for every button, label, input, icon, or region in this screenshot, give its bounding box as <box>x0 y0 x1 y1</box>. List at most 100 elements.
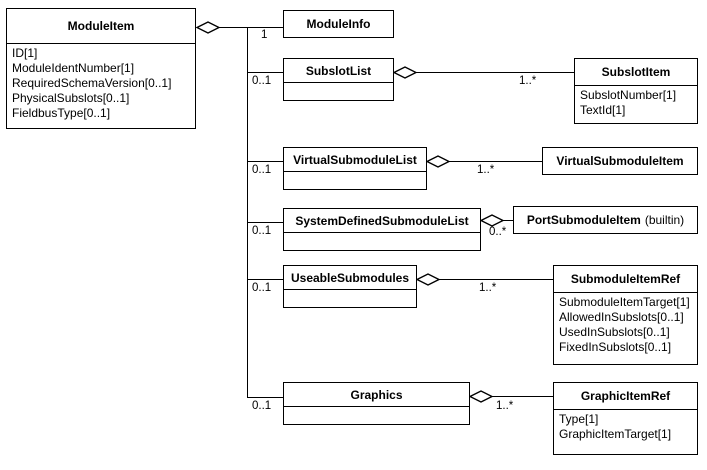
attribute-compartment-useable-submodules <box>284 290 416 307</box>
aggregation-diamond-subslot-list <box>393 66 417 79</box>
class-box-virtual-submodule-item[interactable]: VirtualSubmoduleItem <box>542 147 698 175</box>
class-name-submodule-item-ref: SubmoduleItemRef <box>554 266 697 292</box>
diamond-shape-icon <box>426 155 450 168</box>
class-name-subslot-list: SubslotList <box>284 59 393 82</box>
multiplicity-useable-submodules: 0..1 <box>252 282 272 294</box>
attribute-compartment-subslot-list <box>284 83 393 100</box>
multiplicity-graphic-item-ref: 1..* <box>496 400 514 412</box>
class-name-module-item: ModuleItem <box>7 9 195 43</box>
class-box-port-submodule-item[interactable]: PortSubmoduleItem(builtin) <box>513 206 698 234</box>
connector-system-list-to-port-item <box>503 220 514 221</box>
class-name-graphics: Graphics <box>284 383 469 406</box>
attribute-compartment-system-defined-submodule-list <box>284 233 480 250</box>
compartment-divider <box>284 82 393 83</box>
multiplicity-module-info: 1 <box>261 29 268 41</box>
aggregation-diamond-useable-submodules <box>416 273 440 286</box>
aggregation-diamond-module-item <box>196 21 220 34</box>
aggregation-diamond-system-defined-submodule-list <box>480 214 504 227</box>
attribute-row: AllowedInSubslots[0..1] <box>559 310 684 324</box>
class-box-system-defined-submodule-list[interactable]: SystemDefinedSubmoduleList <box>283 208 481 251</box>
connector-subslot-list-to-item <box>416 72 575 73</box>
class-title-text: GraphicItemRef <box>580 389 671 403</box>
class-name-virtual-submodule-item: VirtualSubmoduleItem <box>543 148 697 174</box>
aggregation-diamond-virtual-submodule-list <box>426 155 450 168</box>
attribute-row: ID[1] <box>12 46 38 60</box>
compartment-divider <box>7 43 195 44</box>
class-name-virtual-submodule-list: VirtualSubmoduleList <box>284 148 426 171</box>
attribute-row: Type[1] <box>559 412 599 426</box>
connector-useable-to-submodule-ref <box>439 279 554 280</box>
compartment-divider <box>284 171 426 172</box>
class-name-subslot-item: SubslotItem <box>575 59 697 85</box>
class-name-useable-submodules: UseableSubmodules <box>284 266 416 289</box>
attribute-compartment-graphic-item-ref: Type[1] GraphicItemTarget[1] <box>554 410 697 454</box>
attribute-row: SubslotNumber[1] <box>580 88 677 102</box>
attribute-row: UsedInSubslots[0..1] <box>559 325 670 339</box>
class-box-useable-submodules[interactable]: UseableSubmodules <box>283 265 417 308</box>
class-box-graphics[interactable]: Graphics <box>283 382 470 425</box>
class-title-suffix: (builtin) <box>644 213 685 227</box>
connector-branch-module-info <box>247 27 284 28</box>
connector-branch-useable-submodules <box>247 279 284 280</box>
attribute-compartment-subslot-item: SubslotNumber[1] TextId[1] <box>575 86 697 123</box>
class-title-text: VirtualSubmoduleList <box>293 152 417 167</box>
class-title-text: SystemDefinedSubmoduleList <box>295 213 469 228</box>
class-title-text: SubslotList <box>305 63 372 78</box>
class-name-port-submodule-item: PortSubmoduleItem(builtin) <box>514 207 697 233</box>
attribute-row: ModuleIdentNumber[1] <box>12 61 135 75</box>
aggregation-diamond-graphics <box>469 390 493 403</box>
compartment-divider <box>284 232 480 233</box>
class-box-graphic-item-ref[interactable]: GraphicItemRef Type[1] GraphicItemTarget… <box>553 382 698 455</box>
attribute-row: RequiredSchemaVersion[0..1] <box>12 76 172 90</box>
class-title-text: ModuleItem <box>67 19 135 33</box>
multiplicity-port-submodule-item: 0..* <box>489 226 507 238</box>
class-title-text: VirtualSubmoduleItem <box>556 154 684 168</box>
attribute-compartment-module-item: ID[1] ModuleIdentNumber[1] RequiredSchem… <box>7 44 195 128</box>
class-title-text: PortSubmoduleItem <box>526 213 641 227</box>
attribute-row: GraphicItemTarget[1] <box>559 427 672 441</box>
class-name-graphic-item-ref: GraphicItemRef <box>554 383 697 409</box>
compartment-divider <box>284 289 416 290</box>
connector-branch-system-defined-submodule-list <box>247 222 284 223</box>
class-title-text: SubslotItem <box>601 65 671 79</box>
attribute-row: FixedInSubslots[0..1] <box>559 340 672 354</box>
compartment-divider <box>575 85 697 86</box>
connector-branch-virtual-submodule-list <box>247 161 284 162</box>
connector-root-horizontal <box>219 27 248 28</box>
connector-virtual-list-to-item <box>449 161 543 162</box>
class-title-text: SubmoduleItemRef <box>570 272 681 286</box>
attribute-row: TextId[1] <box>580 103 626 117</box>
connector-branch-subslot-list <box>247 72 284 73</box>
class-name-module-info: ModuleInfo <box>284 11 393 37</box>
compartment-divider <box>554 292 697 293</box>
compartment-divider <box>284 406 469 407</box>
class-title-text: Graphics <box>350 387 403 402</box>
connector-trunk-vertical <box>247 27 248 398</box>
multiplicity-submodule-item-ref: 1..* <box>479 282 497 294</box>
attribute-compartment-submodule-item-ref: SubmoduleItemTarget[1] AllowedInSubslots… <box>554 293 697 364</box>
multiplicity-subslot-list: 0..1 <box>252 75 272 87</box>
multiplicity-virtual-submodule-list: 0..1 <box>252 164 272 176</box>
attribute-row: SubmoduleItemTarget[1] <box>559 295 690 309</box>
diamond-shape-icon <box>416 273 440 286</box>
class-box-virtual-submodule-list[interactable]: VirtualSubmoduleList <box>283 147 427 190</box>
connector-branch-graphics <box>247 397 284 398</box>
diamond-shape-icon <box>196 21 220 34</box>
compartment-divider <box>554 409 697 410</box>
class-box-module-info[interactable]: ModuleInfo <box>283 10 394 38</box>
attribute-compartment-virtual-submodule-list <box>284 172 426 189</box>
attribute-compartment-graphics <box>284 407 469 424</box>
class-box-subslot-item[interactable]: SubslotItem SubslotNumber[1] TextId[1] <box>574 58 698 124</box>
class-box-submodule-item-ref[interactable]: SubmoduleItemRef SubmoduleItemTarget[1] … <box>553 265 698 365</box>
class-name-system-defined-submodule-list: SystemDefinedSubmoduleList <box>284 209 480 232</box>
class-box-module-item[interactable]: ModuleItem ID[1] ModuleIdentNumber[1] Re… <box>6 8 196 129</box>
multiplicity-graphics: 0..1 <box>252 400 272 412</box>
class-box-subslot-list[interactable]: SubslotList <box>283 58 394 101</box>
multiplicity-subslot-item: 1..* <box>519 75 537 87</box>
class-title-text: ModuleInfo <box>306 17 371 31</box>
connector-graphics-to-graphic-ref <box>492 396 554 397</box>
diamond-shape-icon <box>393 66 417 79</box>
class-title-text: UseableSubmodules <box>290 270 410 285</box>
diamond-shape-icon <box>469 390 493 403</box>
